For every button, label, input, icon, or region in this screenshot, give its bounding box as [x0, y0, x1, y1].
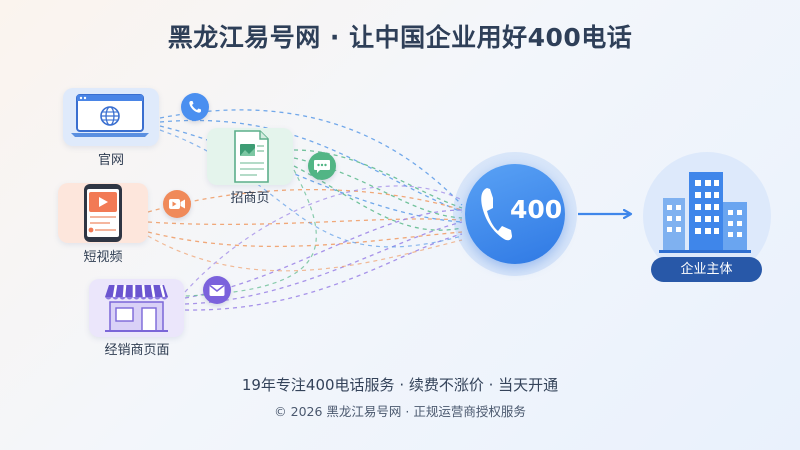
website-flows: [159, 109, 463, 223]
building-icon: [659, 172, 751, 253]
source-label-website: 官网: [97, 153, 124, 168]
phone-icon: [181, 93, 209, 121]
page-title: 黑龙江易号网 · 让中国企业用好400电话: [167, 23, 633, 52]
chat-icon: [308, 152, 336, 180]
enterprise-label: 企业主体: [651, 257, 762, 282]
store-icon: [105, 284, 168, 332]
source-label-recruit-page: 招商页: [230, 191, 270, 206]
hub-number: 400: [510, 195, 563, 224]
website-icon: [71, 94, 149, 137]
copyright: © 2026 黑龙江易号网 · 正规运营商授权服务: [274, 404, 526, 419]
hub-400: [465, 164, 565, 264]
video-icon: [84, 184, 122, 242]
cross-flows: [147, 129, 463, 297]
source-label-dealer-page: 经销商页面: [104, 343, 170, 358]
source-card-website: [63, 88, 159, 146]
document-icon: [234, 130, 269, 183]
video-flows: [147, 188, 463, 248]
mail-icon: [203, 276, 231, 304]
source-card-short-video: [58, 183, 148, 243]
source-card-dealer-page: [89, 279, 184, 337]
source-card-recruit-page: [207, 128, 293, 185]
tagline: 19年专注400电话服务 · 续费不涨价 · 当天开通: [241, 376, 559, 394]
phone-handset-icon: [481, 188, 512, 241]
camera-icon: [163, 190, 191, 218]
source-label-short-video: 短视频: [83, 250, 123, 265]
